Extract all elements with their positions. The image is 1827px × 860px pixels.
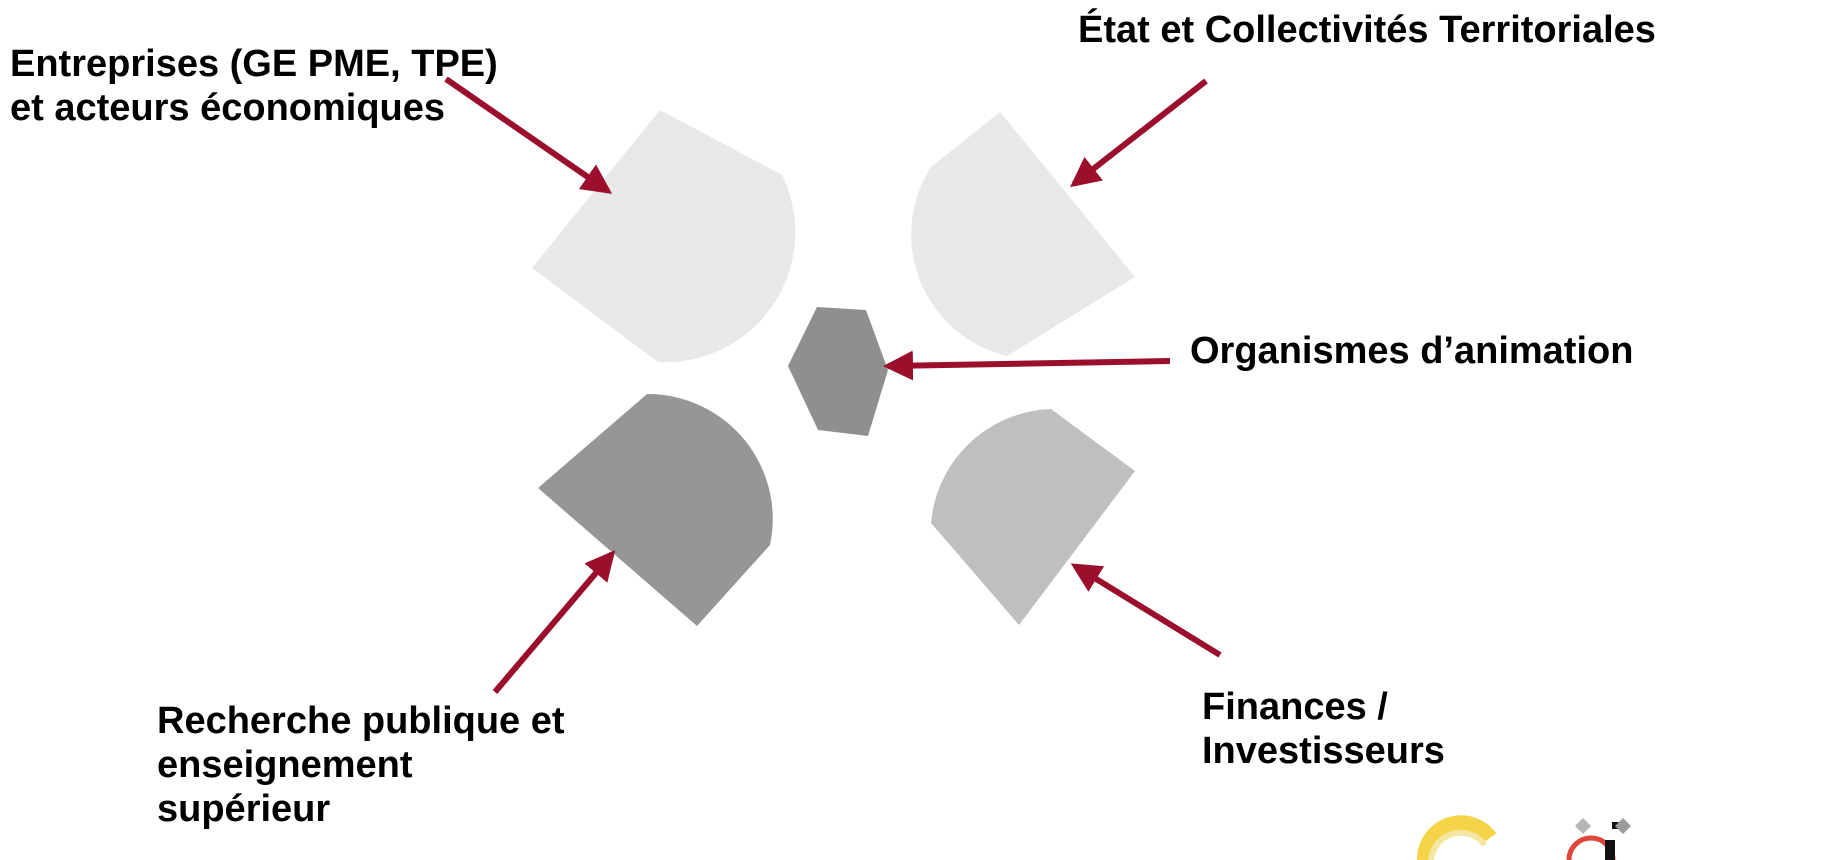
label-organismes: Organismes d’animation: [1190, 329, 1633, 373]
label-recherche: Recherche publique et enseignement supér…: [157, 699, 565, 831]
label-etat: État et Collectivités Territoriales: [1078, 8, 1656, 52]
arrow-etat: [1070, 78, 1208, 188]
petal-recherche: [538, 393, 773, 626]
arrow-organismes: [883, 350, 1171, 381]
arrow-finances: [1070, 563, 1222, 658]
petal-entreprises: [532, 110, 796, 363]
label-organismes-line1: Organismes d’animation: [1190, 330, 1634, 372]
label-recherche-line3: supérieur: [157, 788, 331, 830]
label-finances-line2: Investisseurs: [1202, 730, 1445, 772]
label-finances: Finances / Investisseurs: [1202, 685, 1445, 773]
partial-logo-icon: [1417, 815, 1631, 860]
label-entreprises: Entreprises (GE PME, TPE) et acteurs éco…: [10, 42, 498, 130]
label-entreprises-line2: et acteurs économiques: [10, 87, 446, 129]
label-entreprises-line1: Entreprises (GE PME, TPE): [10, 43, 498, 85]
petal-etat: [911, 112, 1135, 356]
label-finances-line1: Finances /: [1202, 686, 1388, 728]
label-recherche-line2: enseignement: [157, 744, 413, 786]
label-recherche-line1: Recherche publique et: [157, 700, 565, 742]
arrow-entreprises: [444, 76, 613, 194]
arrow-recherche: [492, 550, 616, 694]
petal-finances: [931, 409, 1135, 625]
label-etat-line1: État et Collectivités Territoriales: [1078, 9, 1656, 51]
center-hexagon: [788, 307, 888, 436]
